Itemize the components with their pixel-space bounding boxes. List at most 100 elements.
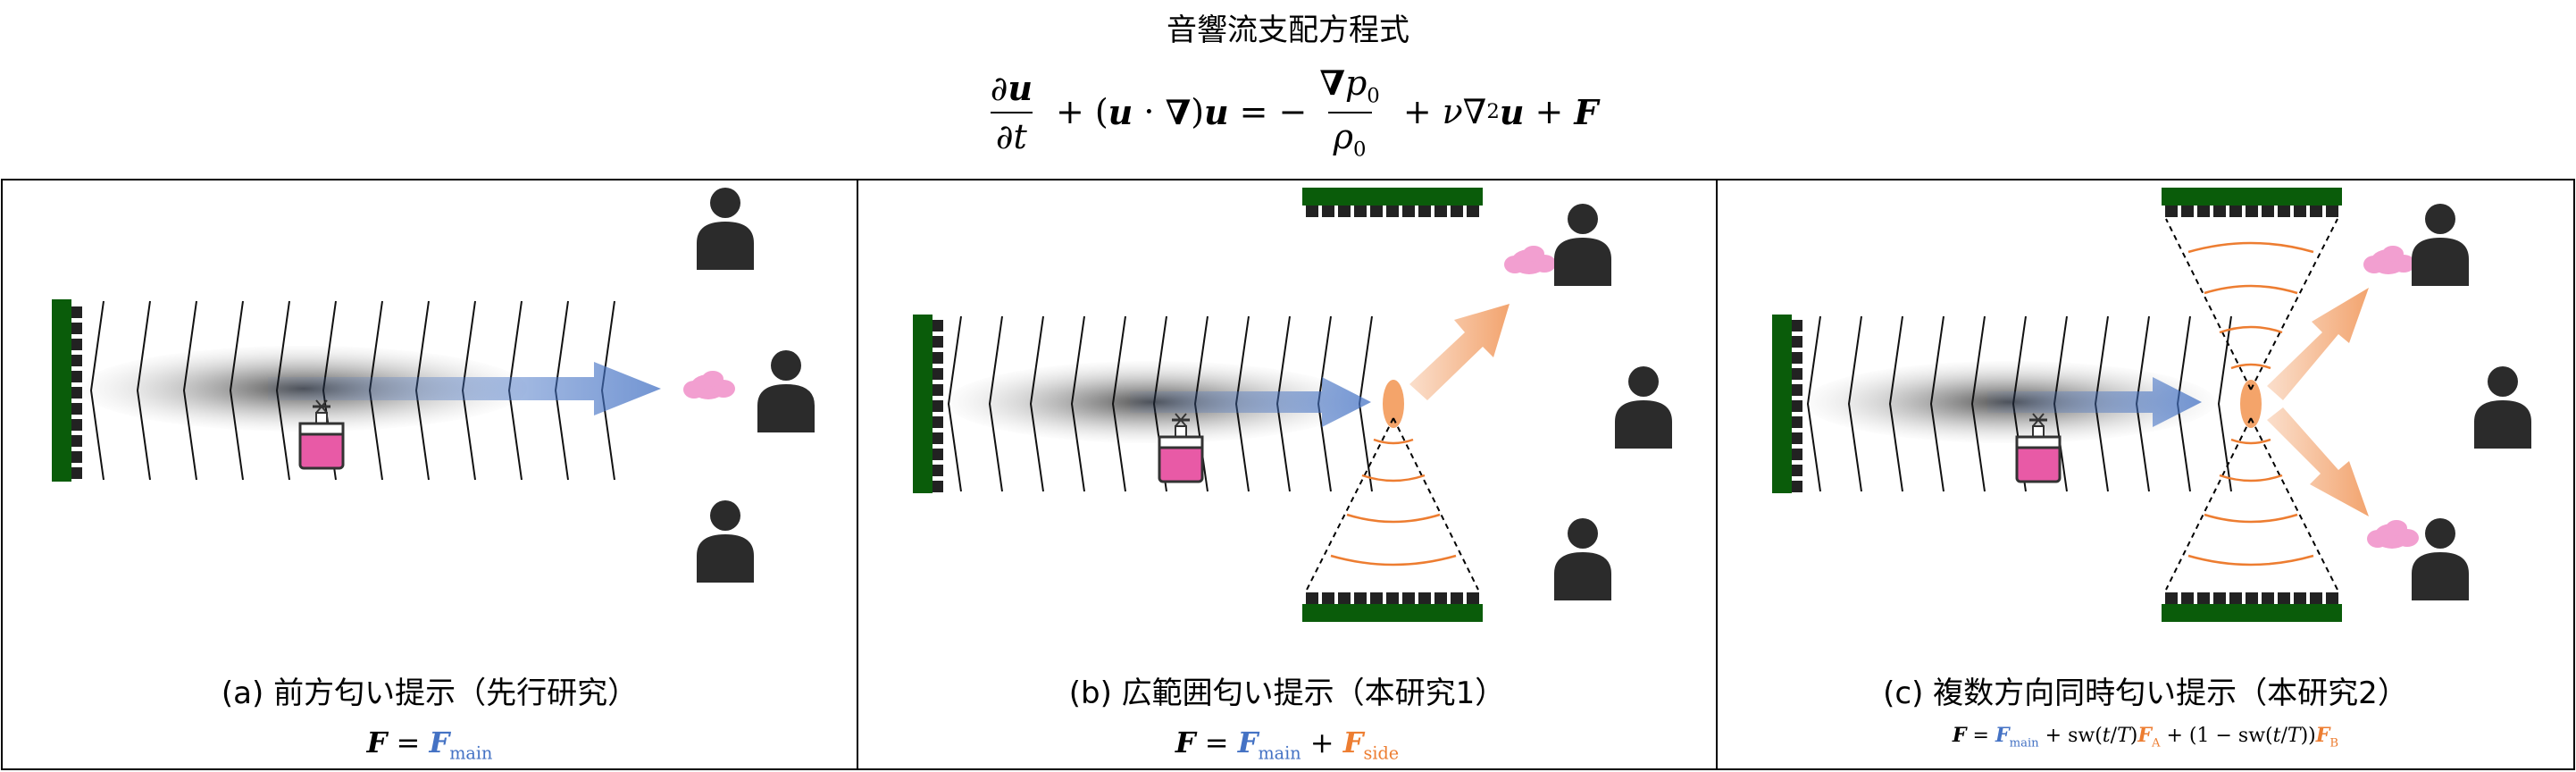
phased-array-left-c: [1772, 315, 1792, 493]
transducer: [1792, 336, 1802, 348]
transducer: [1792, 432, 1802, 444]
transducer: [2262, 592, 2274, 604]
transducer: [1792, 449, 1802, 460]
transducer: [1386, 592, 1399, 604]
person-c-center: [2474, 366, 2531, 449]
transducers-top-b: [1306, 206, 1479, 217]
transducer: [2229, 592, 2242, 604]
panel-c-scene: [1772, 188, 2531, 622]
transducer: [2181, 592, 2194, 604]
wavefront: [988, 315, 1003, 492]
person-b-center: [1615, 366, 1672, 449]
person-c-bottom: [2412, 518, 2469, 600]
transducer: [2294, 206, 2306, 217]
transducer: [2246, 206, 2258, 217]
phased-array-bottom-b: [1302, 604, 1483, 622]
transducer: [933, 384, 943, 396]
phased-array-left-b: [913, 315, 933, 493]
transducer: [2326, 206, 2338, 217]
panel-a-scene: [52, 188, 815, 583]
transducer: [1451, 592, 1463, 604]
transducer: [1418, 206, 1431, 217]
person-b-bottom: [1554, 518, 1611, 600]
main-flow-arrow-b: [1130, 377, 1371, 427]
wavefront: [1029, 315, 1044, 492]
side-flow-arrow-b: [1409, 304, 1510, 400]
panel-b-scene: [913, 188, 1672, 622]
transducer: [2165, 592, 2178, 604]
phased-array-top-c: [2162, 188, 2342, 206]
person-a-top: [697, 188, 754, 270]
transducer: [1306, 206, 1318, 217]
transducer: [71, 323, 82, 334]
transducer: [1354, 592, 1367, 604]
side-flow-arrow-c-up: [2267, 288, 2369, 400]
wavefront: [1070, 315, 1085, 492]
transducer: [2213, 592, 2226, 604]
phased-array-top-b: [1302, 188, 1483, 206]
transducer: [1402, 206, 1415, 217]
diagram-title: 音響流支配方程式: [1167, 13, 1409, 48]
transducer: [933, 416, 943, 428]
wavefront: [182, 300, 197, 481]
transducer: [2197, 206, 2210, 217]
transducer: [1434, 592, 1447, 604]
wavefront: [1888, 315, 1903, 492]
transducer: [1434, 206, 1447, 217]
transducer: [71, 467, 82, 479]
panel-a-caption: (a) 前方匂い提示（先行研究）: [221, 676, 639, 711]
transducer: [1354, 206, 1367, 217]
main-flow-arrow-a: [268, 362, 661, 415]
transducer: [2213, 206, 2226, 217]
wavefront: [2217, 315, 2232, 492]
odor-cloud-c-top: [2363, 246, 2415, 274]
transducer: [933, 465, 943, 476]
transducer: [933, 400, 943, 412]
transducers-bottom-b: [1306, 592, 1479, 604]
transducers-bottom-c: [2165, 592, 2338, 604]
transducer: [71, 403, 82, 415]
focal-point-c: [2240, 380, 2262, 428]
wavefront: [229, 300, 244, 481]
transducer: [933, 320, 943, 331]
wavefront: [1929, 315, 1945, 492]
wavefront: [89, 300, 105, 481]
wavefront: [1847, 315, 1862, 492]
transducer: [71, 451, 82, 463]
transducer: [71, 355, 82, 366]
transducer: [1306, 592, 1318, 604]
transducer: [1370, 592, 1383, 604]
transducer: [71, 419, 82, 431]
transducer: [1792, 481, 1802, 492]
transducer: [933, 449, 943, 460]
transducer: [1386, 206, 1399, 217]
transducer: [71, 435, 82, 447]
panel-c-formula: F = Fmain + sw(t/T)FA + (1 − sw(t/T))FB: [1952, 724, 2339, 751]
transducer: [1402, 592, 1415, 604]
transducer: [933, 432, 943, 444]
transducer: [2246, 592, 2258, 604]
transducer: [2165, 206, 2178, 217]
transducer: [1370, 206, 1383, 217]
transducer: [2310, 206, 2322, 217]
transducer: [1322, 206, 1334, 217]
transducer: [1322, 592, 1334, 604]
transducer: [1467, 206, 1479, 217]
transducer: [71, 306, 82, 318]
wavefront: [1111, 315, 1126, 492]
person-a-center: [757, 350, 815, 432]
wavefront: [1970, 315, 1986, 492]
odor-cloud-a: [683, 371, 735, 399]
panel-a-formula: F = Fmain: [366, 726, 493, 764]
transducer: [2197, 592, 2210, 604]
transducer: [1792, 368, 1802, 380]
transducers-b: [933, 320, 943, 492]
transducer: [1338, 592, 1351, 604]
transducers-a: [71, 306, 82, 479]
panel-b-formula: F = Fmain + Fside: [1175, 726, 1400, 764]
phased-array-left-a: [52, 299, 71, 482]
transducer: [933, 368, 943, 380]
transducer: [2229, 206, 2242, 217]
